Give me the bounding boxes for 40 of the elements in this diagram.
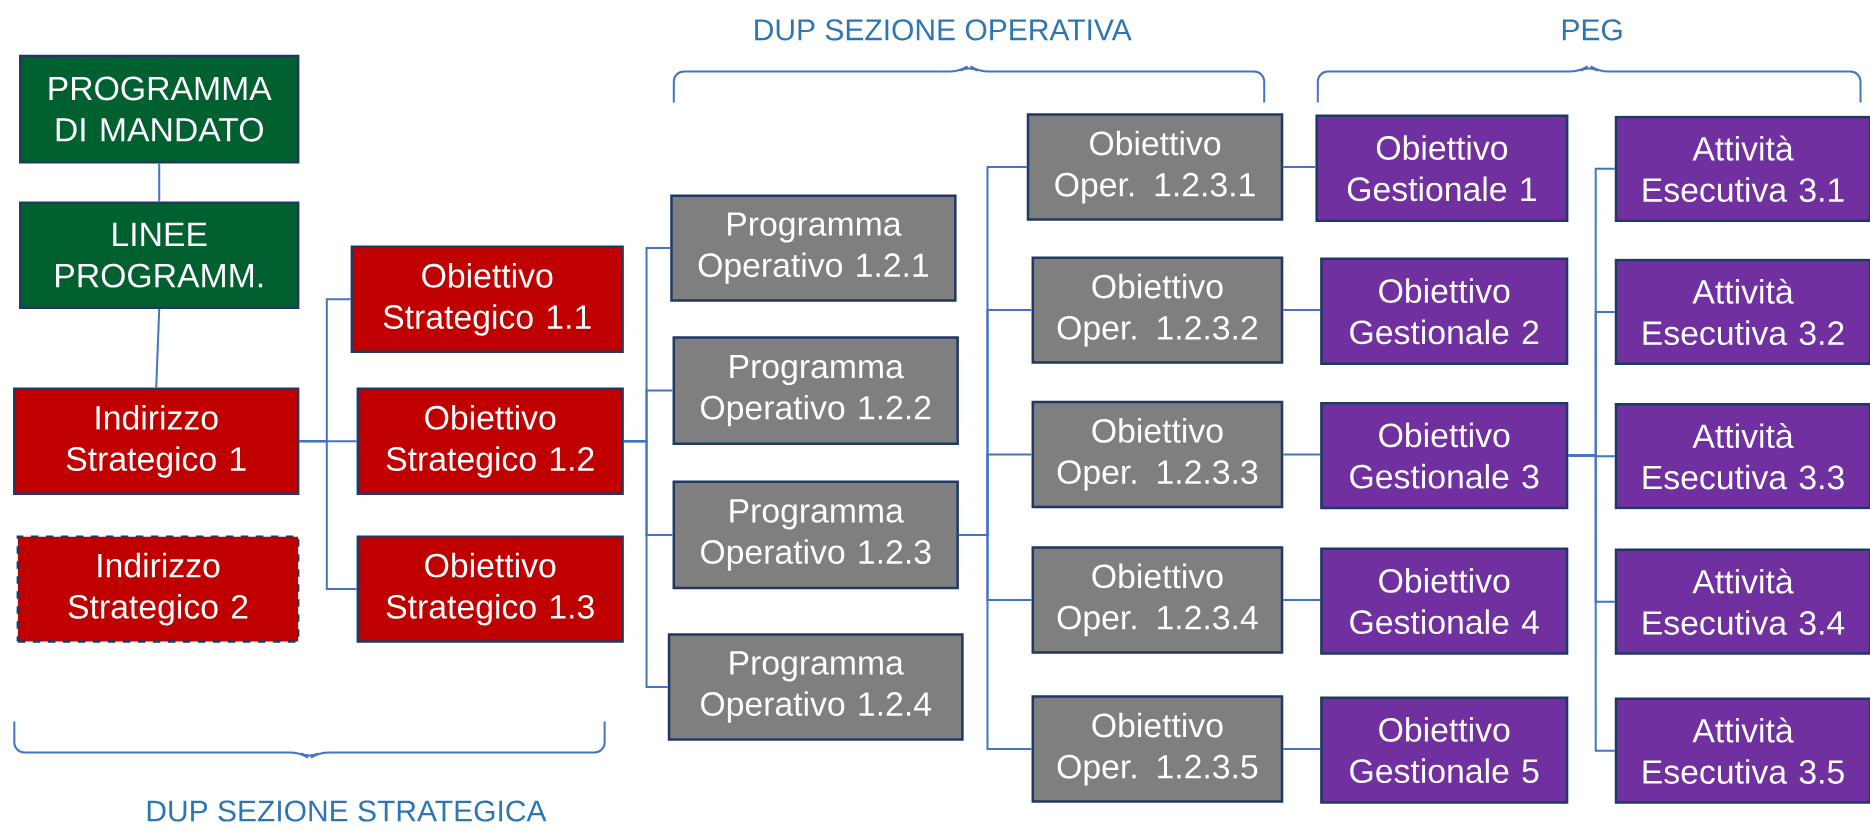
process-box: Attività Esecutiva 3.1 bbox=[1614, 115, 1870, 222]
process-box: LINEE PROGRAMM. bbox=[19, 201, 300, 309]
process-box: Obiettivo Oper. 1.2.3.5 bbox=[1031, 695, 1284, 803]
process-box: Obiettivo Oper. 1.2.3.3 bbox=[1031, 400, 1284, 509]
process-box: Obiettivo Strategico 1.2 bbox=[356, 387, 624, 496]
process-box: Obiettivo Oper. 1.2.3.4 bbox=[1031, 546, 1284, 654]
section-heading: DUP SEZIONE STRATEGICA bbox=[147, 800, 547, 822]
process-box: Obiettivo Gestionale 5 bbox=[1320, 696, 1569, 804]
connector-line bbox=[1282, 453, 1322, 456]
process-box: Obiettivo Gestionale 3 bbox=[1320, 401, 1569, 510]
process-box: Obiettivo Gestionale 2 bbox=[1320, 257, 1569, 366]
process-box: Attività Esecutiva 3.2 bbox=[1614, 258, 1870, 366]
connector-line bbox=[1567, 454, 1616, 752]
connector-line bbox=[622, 440, 669, 688]
process-box: Obiettivo Oper. 1.2.3.2 bbox=[1031, 256, 1284, 364]
process-box: Programma Operativo 1.2.3 bbox=[672, 480, 959, 590]
process-box: Obiettivo Gestionale 1 bbox=[1315, 114, 1569, 222]
process-box: Indirizzo Strategico 1 bbox=[13, 387, 300, 496]
process-box: Obiettivo Strategico 1.3 bbox=[356, 535, 624, 643]
connector-line bbox=[158, 162, 161, 203]
connector-line bbox=[957, 533, 1033, 750]
connector-line bbox=[1282, 309, 1322, 312]
process-box: Attività Esecutiva 3.4 bbox=[1614, 548, 1870, 655]
connector-line bbox=[1282, 598, 1322, 601]
process-box: Attività Esecutiva 3.5 bbox=[1614, 697, 1870, 804]
connector-line bbox=[155, 307, 161, 389]
connector-line bbox=[1282, 166, 1317, 168]
process-box: Programma Operativo 1.2.2 bbox=[672, 336, 959, 445]
connector-line bbox=[1282, 748, 1322, 750]
process-box: Obiettivo Strategico 1.1 bbox=[350, 245, 624, 354]
process-box: PROGRAMMA DI MANDATO bbox=[19, 54, 300, 164]
process-box: Programma Operativo 1.2.4 bbox=[667, 633, 964, 741]
section-heading: PEG bbox=[1562, 19, 1622, 41]
connector-line bbox=[298, 440, 358, 591]
process-box: Indirizzo Strategico 2 bbox=[16, 535, 300, 643]
process-box: Attività Esecutiva 3.3 bbox=[1614, 403, 1870, 510]
process-box: Obiettivo Oper. 1.2.3.1 bbox=[1026, 113, 1284, 221]
process-box: Obiettivo Gestionale 4 bbox=[1320, 547, 1569, 655]
section-heading: DUP SEZIONE OPERATIVA bbox=[755, 19, 1132, 41]
process-box: Programma Operativo 1.2.1 bbox=[670, 194, 957, 302]
